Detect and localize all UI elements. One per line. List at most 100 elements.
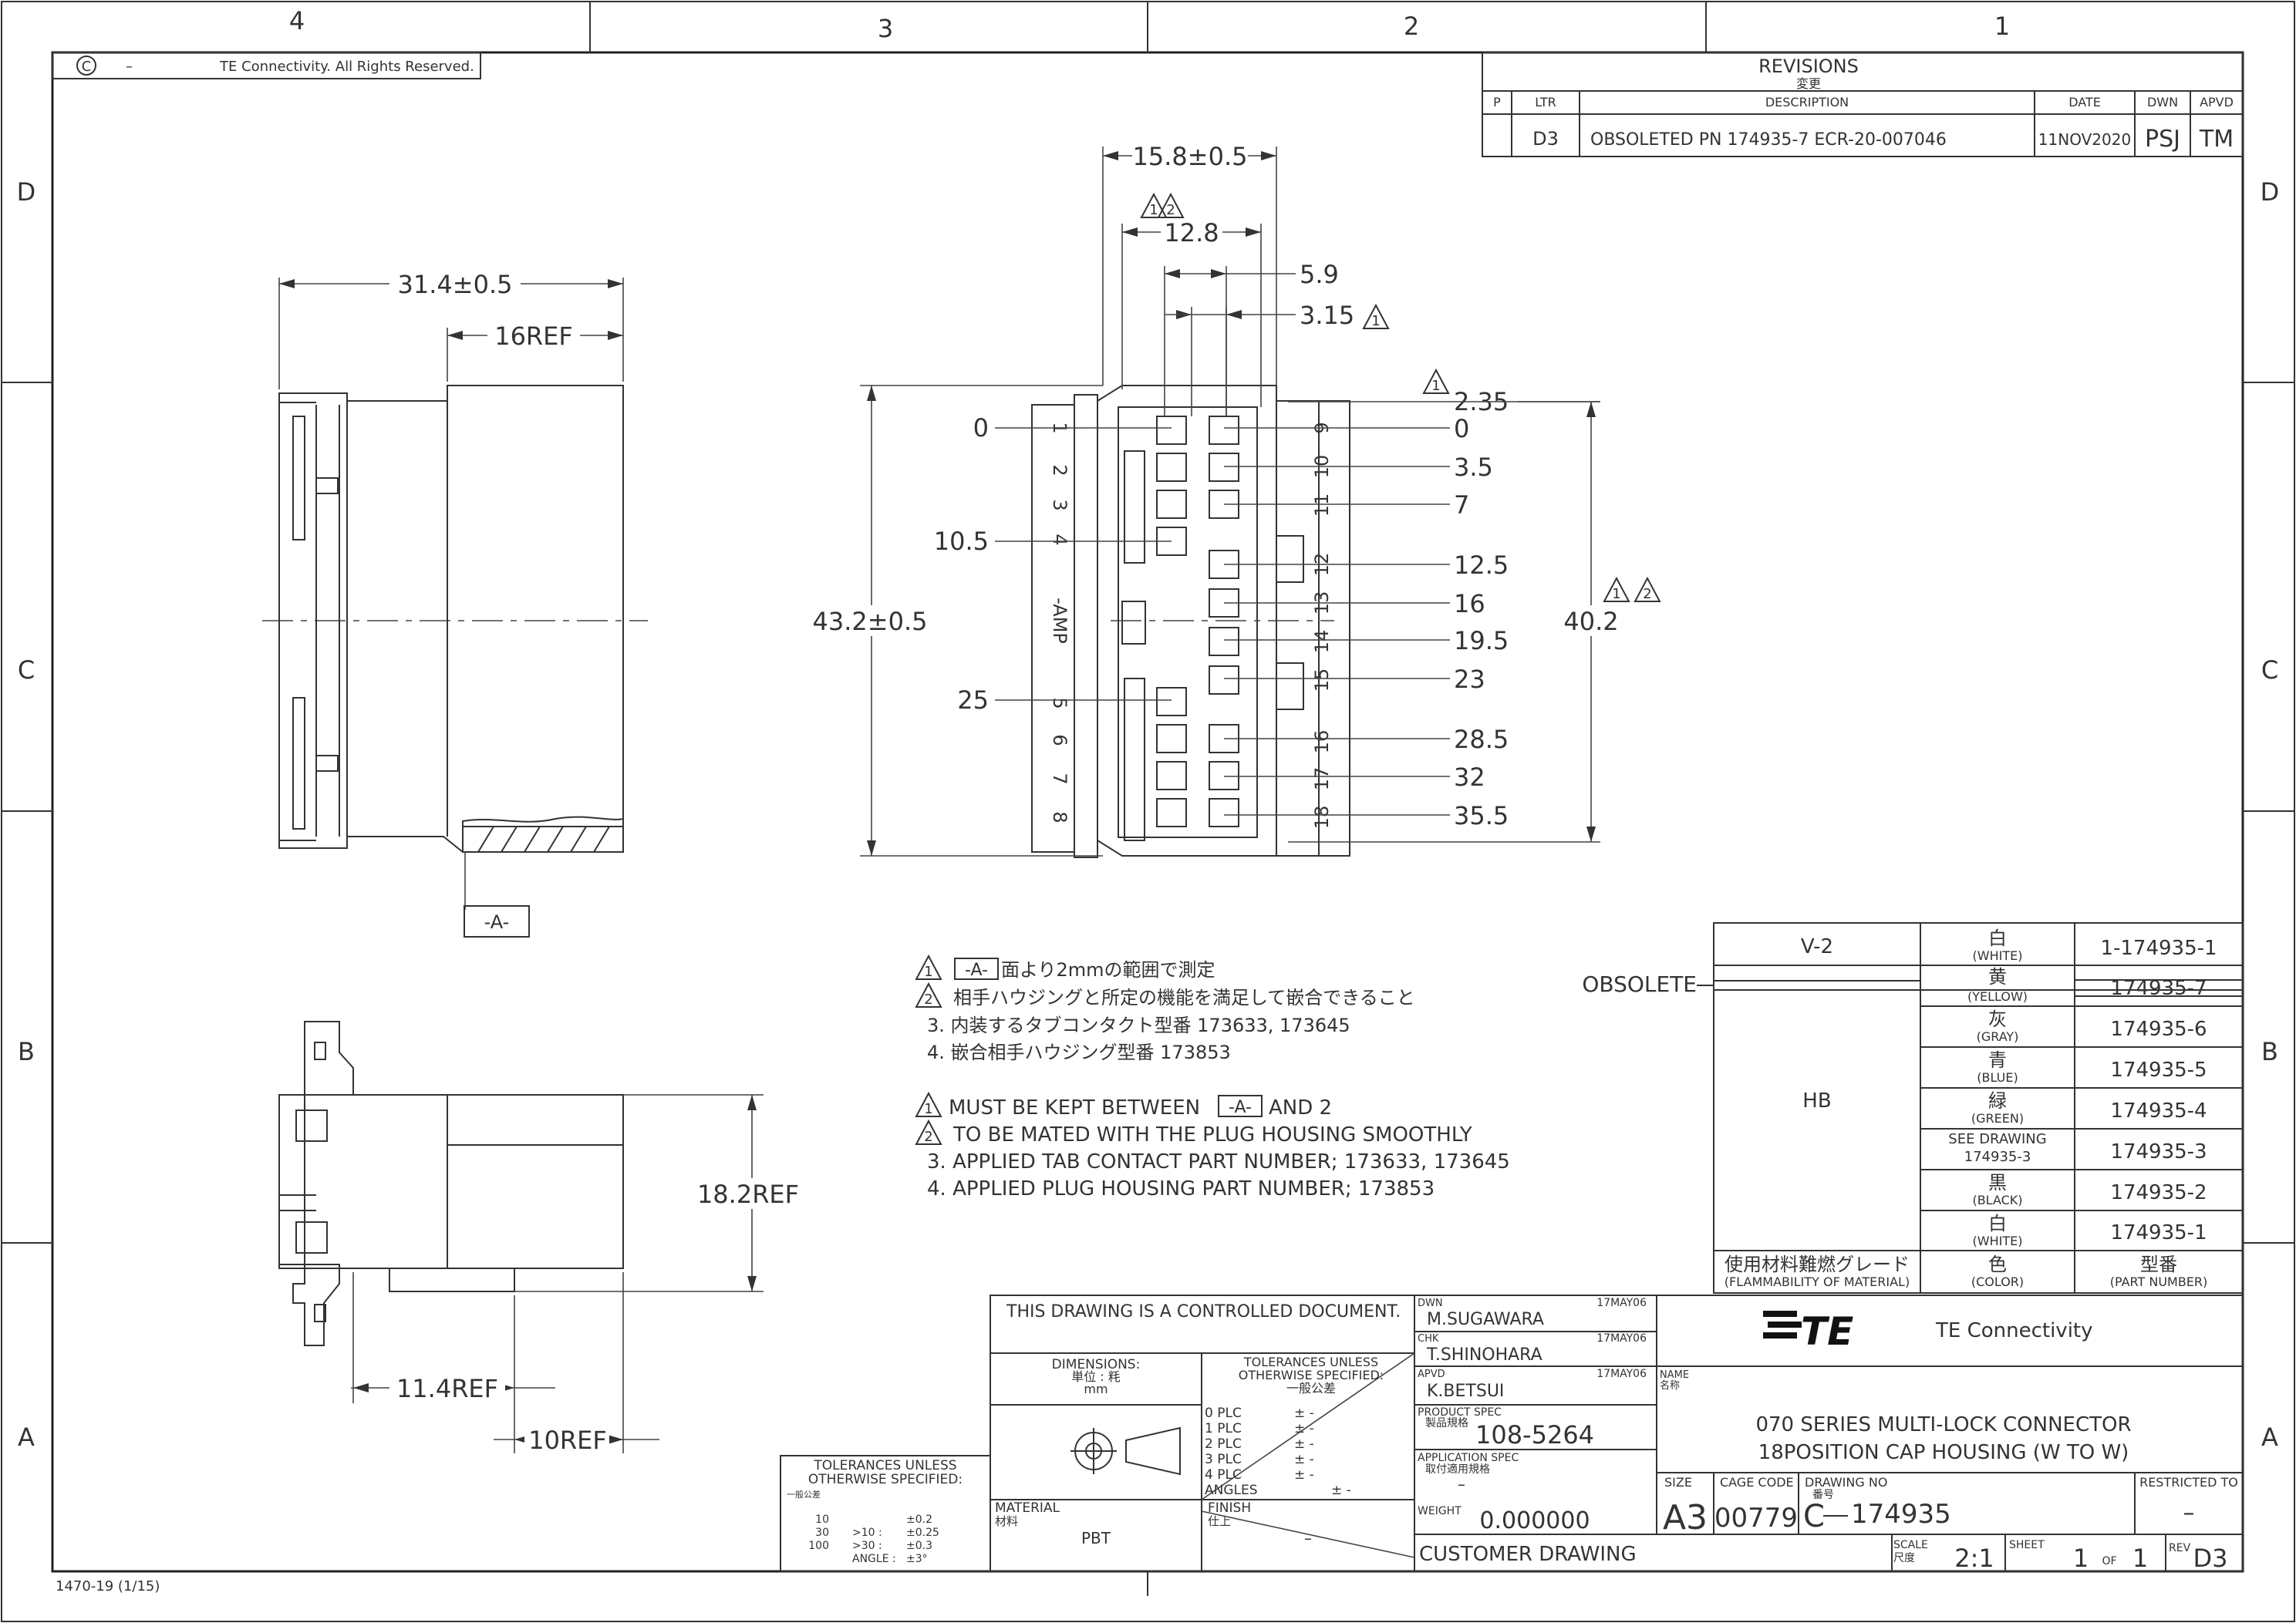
en-note-2: TO BE MATED WITH THE PLUG HOUSING SMOOTH… [952,1123,1472,1147]
flammability-hb: HB [1802,1089,1831,1113]
plc-2: 2 PLC [1205,1436,1242,1452]
dim-31-4: 31.4±0.5 [278,270,624,389]
jp-note-4: 4. 嵌合相手ハウジング型番 173853 [927,1042,1231,1063]
obsolete-label: OBSOLETE [1582,971,1697,997]
projection-symbol-icon [1070,1426,1181,1476]
tick-left-0: 0 [973,413,989,443]
chk-name: T.SHINOHARA [1426,1345,1542,1365]
jp-note-1: 面より2mmの範囲で測定 [1001,959,1215,981]
part-row-8: 174935-1 [2110,1221,2207,1244]
tol-left-r3-a: 100 [808,1540,829,1552]
plc-2-pm: ± - [1294,1436,1314,1452]
datum-a-label: -A- [484,911,510,933]
flag-40-2-2: 2 [1643,586,1651,602]
tol-left-r1-c: ±0.2 [906,1514,932,1526]
rev-header-date: DATE [2068,95,2101,109]
name-label: NAME [1660,1369,1689,1381]
zone-side-b-right: B [2261,1037,2278,1066]
pin-label-2: 2 [1049,464,1070,476]
part-row-4: 174935-5 [2110,1059,2207,1082]
tol-left-title: TOLERANCES UNLESS [813,1458,956,1473]
dim-5-9-label: 5.9 [1300,260,1339,289]
front-view: 1 2 3 4 -AMP 5 6 7 8 9 10 11 12 13 14 15… [1031,385,1350,858]
apvd-label: APVD [1418,1369,1445,1380]
tol-left-r3-b: >30 : [852,1540,882,1552]
header-flammability: 使用材料難燃グレード [1725,1254,1910,1275]
color-row-2: 黄 [1988,966,2007,988]
pin-label-16: 16 [1311,730,1333,754]
part-row-2: 174935-7 [2110,977,2207,1000]
prod-spec-label: PRODUCT SPEC [1418,1406,1502,1419]
pin-label-8: 8 [1049,811,1070,823]
color-row-1: 白 [1988,928,2007,949]
tol-left-r1-a: 10 [815,1514,829,1526]
apvd-name: K.BETSUI [1427,1382,1504,1401]
dwgno-label: DRAWING NO [1805,1475,1887,1490]
tick-left-25: 25 [957,685,989,715]
chk-date: 17MAY06 [1596,1332,1647,1345]
size-label: SIZE [1664,1475,1692,1490]
dimensions-label: DIMENSIONS: [1052,1357,1141,1372]
rev-row-dwn: PSJ [2145,126,2180,153]
jp-note-2-flag: 2 [924,992,932,1008]
app-spec-label: APPLICATION SPEC [1418,1452,1519,1464]
zone-side-d-left: D [17,177,36,207]
controlled-doc: THIS DRAWING IS A CONTROLLED DOCUMENT. [1006,1302,1401,1322]
finish-value: – [1304,1529,1312,1547]
te-logo-text: TE [1801,1309,1853,1354]
dwn-date: 17MAY06 [1596,1297,1647,1309]
flag-40-2-1: 1 [1612,586,1620,602]
rev-value: D3 [2193,1544,2228,1573]
color-row-8: 白 [1988,1213,2007,1234]
title-line-1: 070 SERIES MULTI-LOCK CONNECTOR [1755,1413,2131,1436]
color-row-3: 灰 [1988,1008,2007,1030]
notes-english: 1 MUST BE KEPT BETWEEN -A- AND 2 2 TO BE… [915,1091,1510,1200]
color-row-3-en: (GRAY) [1977,1029,2019,1044]
company-name: TE Connectivity [1935,1319,2093,1342]
notes-japanese: 1 -A- 面より2mmの範囲で測定 2 相手ハウジングと所定の機能を満足して嵌… [915,954,1415,1063]
front-view-dimensions: 15.8±0.5 12.8 1 2 5.9 3.15 1 1 2.35 [810,142,1661,857]
name-jp: 名称 [1660,1379,1680,1392]
tol-left-jp: 一般公差 [787,1489,821,1500]
zone-top-2: 2 [1404,12,1419,41]
pin-label-14: 14 [1311,630,1333,654]
rev-header-ltr: LTR [1535,95,1556,109]
plc-angles: ANGLES [1205,1483,1258,1498]
plc-0: 0 PLC [1205,1406,1242,1421]
dim-10ref-label: 10REF [528,1426,607,1455]
rev-header-apvd: APVD [2200,95,2234,109]
material-jp: 材料 [995,1514,1018,1528]
pin-label-6: 6 [1049,734,1070,746]
sheet-total: 1 [2132,1544,2148,1573]
dim-12-8-label: 12.8 [1164,218,1219,247]
flag-3-15-1: 1 [1371,313,1380,329]
copyright-dash: – [126,59,133,75]
zone-side-c-left: C [18,655,35,685]
plc-4: 4 PLC [1205,1467,1242,1483]
finish-label: FINISH [1208,1500,1251,1516]
pin-label-7: 7 [1049,773,1070,784]
header-part-number: 型番 [2140,1254,2177,1275]
header-part-number-en: (PART NUMBER) [2110,1274,2208,1289]
pin-label-3: 3 [1049,499,1070,510]
color-row-4: 青 [1988,1049,2007,1071]
parts-table: OBSOLETE V-2 HB 白 (WHITE) 1-174935-1 黄 (… [1582,922,2244,1294]
header-color: 色 [1988,1254,2007,1275]
tol-left-r4-c: ±3° [906,1553,928,1565]
part-row-6: 174935-3 [2110,1140,2207,1163]
weight-value: 0.000000 [1479,1507,1590,1534]
te-logo: TE [1763,1309,1853,1354]
dim-31-4-label: 31.4±0.5 [398,270,513,299]
flag-12-8-2: 2 [1166,202,1175,218]
plc-3: 3 PLC [1205,1452,1242,1467]
scale-value: 2:1 [1954,1544,1994,1573]
prod-spec-jp: 製品規格 [1425,1417,1468,1429]
tol-title2: OTHERWISE SPECIFIED: [1239,1368,1384,1382]
pin-label-11: 11 [1311,493,1333,517]
color-row-5: 緑 [1988,1090,2007,1112]
finish-jp: 仕上 [1208,1514,1231,1528]
tol-title: TOLERANCES UNLESS [1243,1355,1378,1369]
pin-label-18: 18 [1311,806,1333,830]
dimensions-unit: mm [1084,1382,1108,1396]
revision-flags-40-2: 1 2 [1603,576,1661,602]
